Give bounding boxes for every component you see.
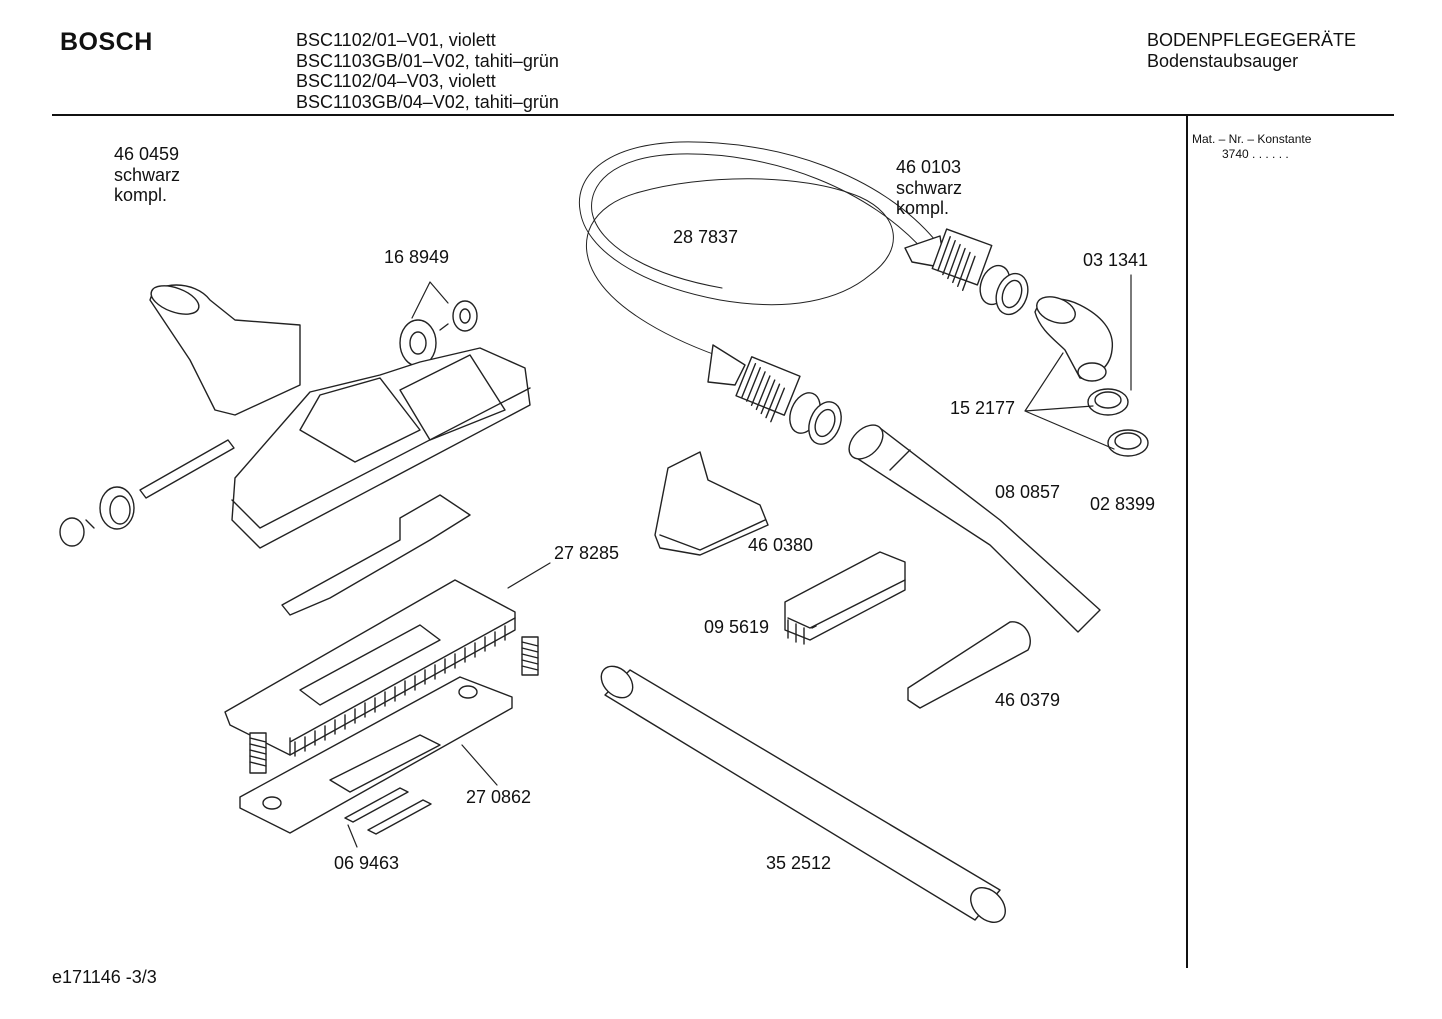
felt-strips [344,787,432,835]
part-label-06-9463: 06 9463 [334,853,400,873]
category-block: BODENPFLEGEGERÄTE Bodenstaubsauger [1147,30,1356,71]
model-line: BSC1102/04–V03, violett [296,71,496,91]
part-note: kompl. [896,198,950,218]
part-label-08-0857: 08 0857 [995,482,1061,502]
part-label-46-0103: 46 0103 schwarz kompl. [896,157,962,219]
pedal-lever [281,494,471,616]
hose-end-lower [707,344,842,445]
clip-rings [1087,388,1149,457]
header-divider [52,114,1394,116]
nozzle-neck [149,284,301,416]
part-note: kompl. [114,185,168,205]
sidebar-info: Mat. – Nr. – Konstante 3740 . . . . . . [1192,132,1311,162]
part-label-46-0379: 46 0379 [995,690,1061,710]
sole-plate [239,676,513,834]
part-label-09-5619: 09 5619 [704,617,770,637]
crevice-tool [907,621,1031,709]
base-plate [224,579,516,757]
straight-tube [600,665,1006,923]
part-number: 46 0459 [114,144,180,164]
category-subtitle: Bodenstaubsauger [1147,50,1299,71]
part-label-35-2512: 35 2512 [766,853,832,873]
leader-lines [347,274,1132,848]
model-line: BSC1102/01–V01, violett [296,30,496,50]
curved-wand [848,424,1101,633]
model-line: BSC1103GB/04–V02, tahiti–grün [296,91,559,112]
elbow-connector [1034,296,1114,382]
springs [249,636,539,774]
model-list: BSC1102/01–V01, violett BSC1103GB/01–V02… [296,30,559,112]
brush-nozzle [784,551,906,645]
part-label-03-1341: 03 1341 [1083,250,1149,270]
part-note: schwarz [896,177,963,198]
nozzle-housing [231,347,531,549]
part-label-27-0862: 27 0862 [466,787,532,807]
sidebar-divider [1186,116,1188,968]
part-label-46-0380: 46 0380 [748,535,814,555]
part-label-28-7837: 28 7837 [673,227,739,247]
wheel-axle [59,439,235,547]
hose-coil [578,141,936,361]
sidebar-value: 3740 . . . . . . [1222,147,1289,161]
part-label-46-0459: 46 0459 schwarz kompl. [114,144,180,206]
wheels [399,300,478,367]
part-number: 46 0103 [896,157,962,177]
part-note: schwarz [114,164,181,185]
document-id: e171146 -3/3 [52,967,157,987]
sidebar-label: Mat. – Nr. – Konstante [1192,132,1312,146]
hose-end-upper [904,228,1029,316]
model-line: BSC1103GB/01–V02, tahiti–grün [296,50,559,71]
category-title: BODENPFLEGEGERÄTE [1147,30,1357,50]
brand-logo: BOSCH [60,28,153,56]
part-label-02-8399: 02 8399 [1090,494,1156,514]
part-label-15-2177: 15 2177 [950,398,1016,418]
upholstery-nozzle [654,451,769,556]
part-label-16-8949: 16 8949 [384,247,450,267]
part-label-27-8285: 27 8285 [554,543,620,563]
